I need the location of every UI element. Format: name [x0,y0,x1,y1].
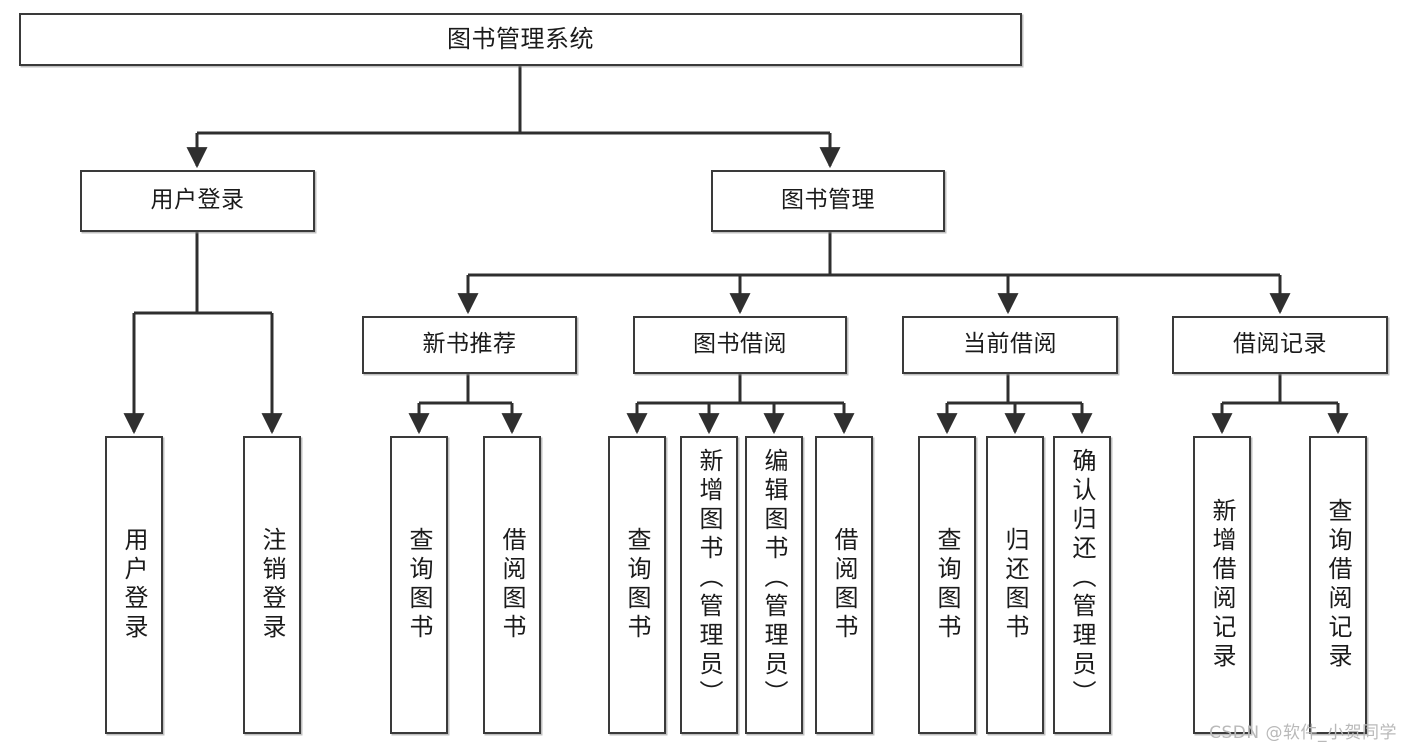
leaf-current-borrow-query[interactable]: 查询图书 [918,436,976,734]
leaf-new-book-borrow[interactable]: 借阅图书 [483,436,541,734]
leaf-book-borrow-query[interactable]: 查询图书 [608,436,666,734]
node-user-login[interactable]: 用户登录 [80,170,315,232]
node-book-management-label: 图书管理 [781,187,875,214]
leaf-user-login-login[interactable]: 用户登录 [105,436,163,734]
leaf-user-login-logout-label: 注销登录 [258,527,286,643]
node-user-login-label: 用户登录 [150,187,245,214]
node-root-label: 图书管理系统 [447,25,594,54]
leaf-new-book-query[interactable]: 查询图书 [390,436,448,734]
leaf-borrow-record-add[interactable]: 新增借阅记录 [1193,436,1251,734]
node-current-borrow[interactable]: 当前借阅 [902,316,1118,374]
node-borrow-record[interactable]: 借阅记录 [1172,316,1388,374]
leaf-book-borrow-borrow-label: 借阅图书 [830,527,858,643]
leaf-user-login-login-label: 用户登录 [120,527,148,643]
leaf-book-borrow-borrow[interactable]: 借阅图书 [815,436,873,734]
leaf-book-borrow-add[interactable]: 新增图书（管理员） [680,436,738,734]
leaf-borrow-record-query[interactable]: 查询借阅记录 [1309,436,1367,734]
node-current-borrow-label: 当前借阅 [963,331,1057,358]
leaf-book-borrow-edit-label: 编辑图书（管理员） [760,448,788,709]
node-root[interactable]: 图书管理系统 [19,13,1022,66]
leaf-book-borrow-add-label: 新增图书（管理员） [695,448,723,709]
node-new-book-recommend[interactable]: 新书推荐 [362,316,577,374]
leaf-borrow-record-query-label: 查询借阅记录 [1324,498,1352,672]
leaf-user-login-logout[interactable]: 注销登录 [243,436,301,734]
node-book-management[interactable]: 图书管理 [711,170,945,232]
leaf-new-book-borrow-label: 借阅图书 [498,527,526,643]
leaf-borrow-record-add-label: 新增借阅记录 [1208,498,1236,672]
leaf-current-borrow-confirm[interactable]: 确认归还（管理员） [1053,436,1111,734]
node-book-borrow-label: 图书借阅 [693,331,787,358]
leaf-current-borrow-return-label: 归还图书 [1001,527,1029,643]
leaf-new-book-query-label: 查询图书 [405,527,433,643]
leaf-current-borrow-return[interactable]: 归还图书 [986,436,1044,734]
watermark: CSDN @软件_小贺同学 [1209,723,1397,743]
leaf-current-borrow-query-label: 查询图书 [933,527,961,643]
leaf-book-borrow-edit[interactable]: 编辑图书（管理员） [745,436,803,734]
leaf-book-borrow-query-label: 查询图书 [623,527,651,643]
node-new-book-recommend-label: 新书推荐 [422,331,517,358]
node-book-borrow[interactable]: 图书借阅 [633,316,847,374]
leaf-current-borrow-confirm-label: 确认归还（管理员） [1068,448,1096,709]
node-borrow-record-label: 借阅记录 [1233,331,1327,358]
